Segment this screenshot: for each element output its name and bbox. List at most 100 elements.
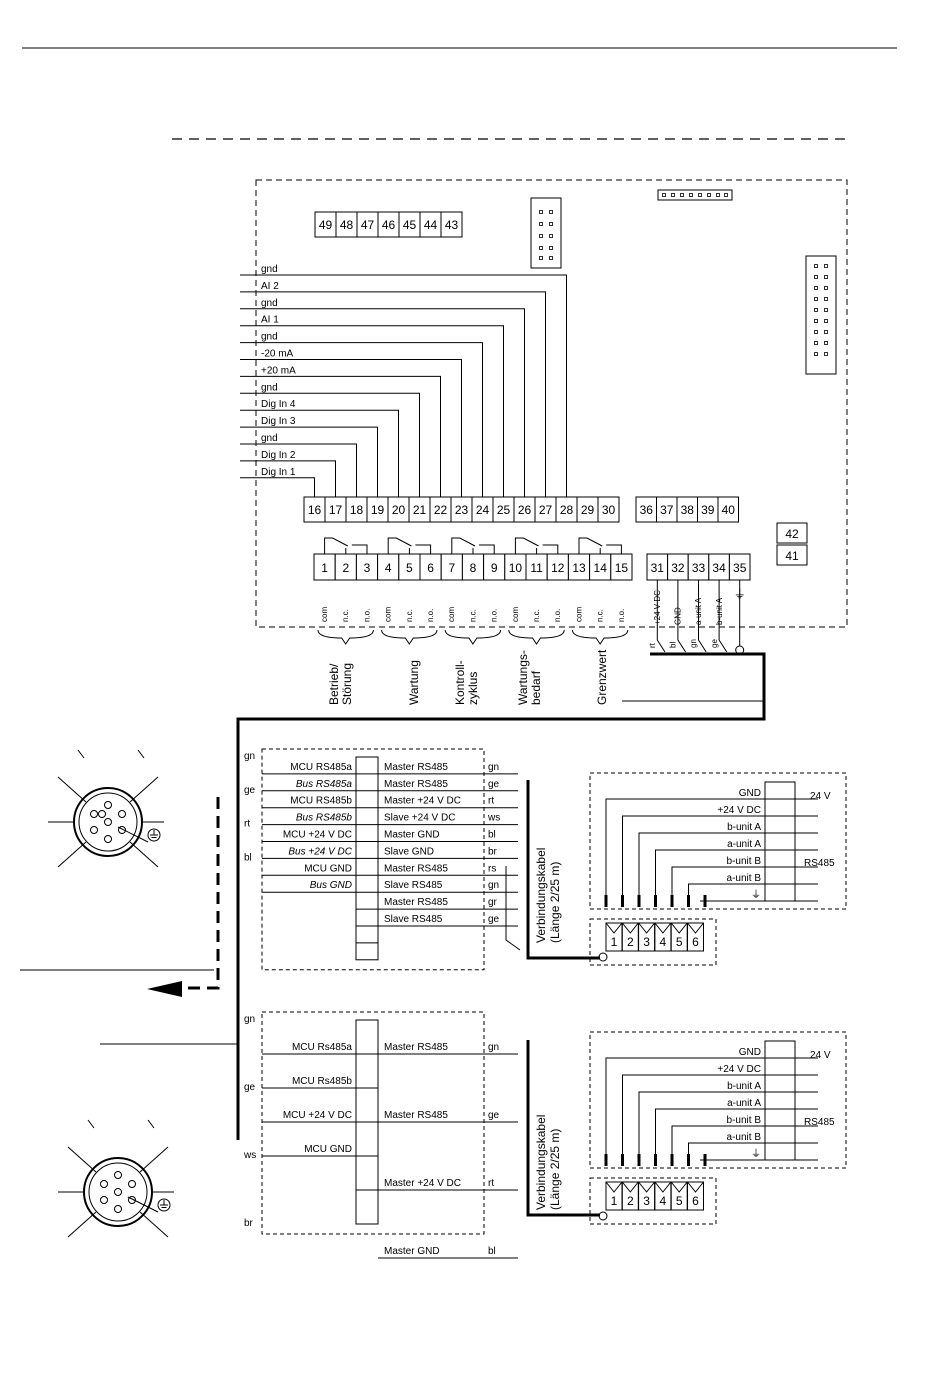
relay-switch	[387, 537, 412, 554]
connector-tick	[137, 749, 145, 759]
relay-contact-label: com	[511, 607, 520, 622]
plug-ground	[598, 952, 608, 962]
remote-group-24v: 24 V	[810, 791, 831, 802]
relay-switch	[578, 537, 603, 554]
connector-tick	[147, 1119, 155, 1129]
junction-left-label: Bus +24 V DC	[288, 846, 352, 857]
relay-group-label: Grenzwert	[595, 649, 609, 705]
junction-right-label: Slave +24 V DC	[384, 813, 455, 824]
terminal-number: 29	[581, 503, 595, 517]
plug-pin-number: 2	[627, 935, 634, 949]
header-pin	[824, 319, 828, 323]
signal-wire	[240, 359, 462, 497]
header-pin	[662, 193, 666, 197]
remote-terminal-label: GND	[739, 1047, 761, 1058]
bus-terminal-number: 35	[733, 561, 747, 575]
terminal-cell	[597, 496, 620, 523]
remote-unit-1: GND+24 V DCb-unit Aa-unit Ab-unit Ba-uni…	[589, 772, 847, 966]
remote-wire	[688, 883, 700, 895]
signal-label: gnd	[261, 433, 278, 444]
relay-terminal-number: 9	[491, 561, 498, 575]
header-pin	[549, 246, 553, 250]
junction-left-label: MCU Rs485b	[292, 1076, 352, 1087]
header-pin	[549, 210, 553, 214]
junction-right-label: Master RS485	[384, 1110, 448, 1121]
relay-terminal-number: 10	[509, 561, 523, 575]
plug-pin-arrow	[670, 922, 688, 934]
plug-pin-number: 5	[676, 1194, 683, 1208]
junction-right-label: Master RS485	[384, 1042, 448, 1053]
ground-leader	[117, 826, 149, 843]
header-pin	[539, 210, 543, 214]
junction-outline	[261, 1011, 485, 1235]
junction-left-label: MCU Rs485a	[292, 1042, 352, 1053]
signal-label: -20 mA	[261, 349, 294, 360]
relay-terminal-block: 1com2n.c.3n.o.4com5n.c.6n.o.7com8n.c.9n.…	[313, 537, 633, 645]
relay-group-label: Wartungs-	[516, 650, 530, 705]
terminal-number: 26	[518, 503, 532, 517]
remote-terminal-label: a-unit B	[727, 1132, 762, 1143]
junction-right-label: Master GND	[384, 1246, 440, 1257]
header-pin	[824, 264, 828, 268]
ground-icon	[147, 828, 161, 842]
junction-wire-color: ws	[487, 813, 500, 824]
junction-right-label: Master RS485	[384, 897, 448, 908]
remote-wire	[655, 849, 700, 895]
terminal-42-41: 42 41	[776, 522, 808, 566]
relay-terminal-number: 5	[406, 561, 413, 575]
remote-terminal-label: a-unit B	[727, 873, 762, 884]
remote-group-rs485: RS485	[804, 1117, 835, 1128]
junction-wire-color: ge	[488, 1110, 500, 1121]
round-connector-1	[48, 749, 164, 868]
junction-right-label: Master +24 V DC	[384, 1178, 461, 1189]
relay-contact-label: n.c.	[341, 609, 350, 622]
remote-terminal-label: +24 V DC	[717, 1064, 761, 1075]
remote-pin-contact	[654, 895, 657, 907]
header-pin	[539, 246, 543, 250]
connection-cable	[526, 1040, 600, 1217]
relay-group-label: Störung	[340, 663, 354, 705]
junction-wire-color-left: bl	[244, 852, 252, 863]
cable-label: (Länge 2/25 m)	[548, 1129, 562, 1210]
terminal-number: 37	[660, 503, 674, 517]
relay-contact-label: n.c.	[405, 609, 414, 622]
signal-wire	[240, 426, 378, 497]
remote-pin-contact	[621, 895, 624, 907]
junction-left-label: MCU GND	[304, 1144, 352, 1155]
header-pin	[539, 256, 543, 260]
plug-pin-number: 6	[692, 935, 699, 949]
relay-terminal-number: 7	[448, 561, 455, 575]
connection-cable	[526, 780, 600, 960]
connector-pin	[114, 1188, 122, 1196]
connector-pin	[118, 810, 126, 818]
connector-leader	[67, 1146, 97, 1173]
plug-pin-arrow	[605, 922, 623, 934]
header-pin	[814, 330, 818, 334]
wire-bend	[505, 866, 521, 951]
junction-right-label: Slave GND	[384, 846, 434, 857]
bus-wire	[698, 580, 707, 653]
connector-pin	[104, 835, 112, 843]
terminal-number: 48	[340, 218, 354, 232]
signal-wire	[240, 325, 504, 497]
terminal-number: 25	[497, 503, 511, 517]
ground-icon-glyph	[160, 1200, 168, 1208]
relay-terminal-number: 15	[615, 561, 629, 575]
terminal-number: 18	[350, 503, 364, 517]
bus-terminal-number: 31	[651, 561, 665, 575]
plug-pin-arrow	[687, 1181, 704, 1193]
plug-pin-box	[687, 1181, 704, 1211]
signal-label: +20 mA	[261, 365, 296, 376]
plug-pin-arrow	[638, 922, 655, 934]
header-pin	[549, 256, 553, 260]
remote-terminal-label: b-unit A	[727, 1081, 761, 1092]
relay-group-label: bedarf	[529, 670, 543, 705]
terminal-number: 20	[392, 503, 406, 517]
header-pin	[814, 352, 818, 356]
relay-group-brace	[444, 629, 502, 645]
relay-switch	[451, 537, 476, 554]
